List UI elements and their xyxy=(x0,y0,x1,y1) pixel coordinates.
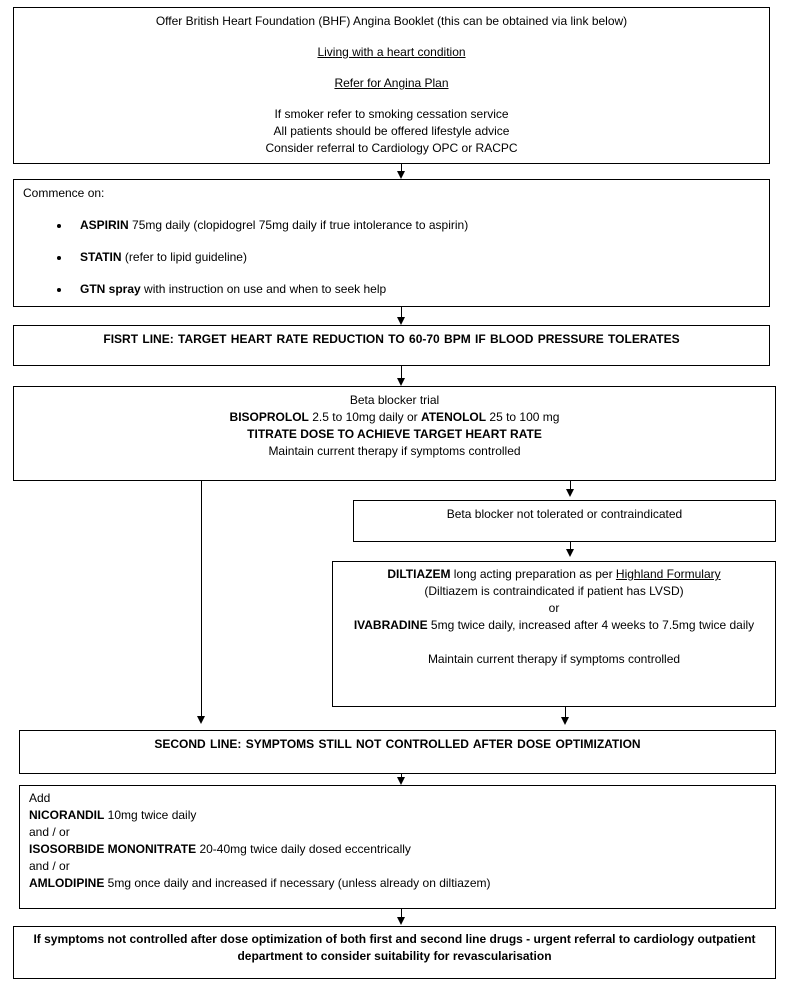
bisoprolol-label: BISOPROLOL xyxy=(229,410,309,424)
list-item-statin: STATIN (refer to lipid guideline) xyxy=(23,249,760,281)
ivabradine-dose: 5mg twice daily, increased after 4 weeks… xyxy=(427,618,755,632)
bullet-icon xyxy=(57,256,61,260)
add-second-line-box: Add NICORANDIL 10mg twice daily and / or… xyxy=(19,785,776,909)
gtn-label: GTN spray xyxy=(80,282,141,296)
maintain-therapy-text-2: Maintain current therapy if symptoms con… xyxy=(427,652,681,666)
bisoprolol-atenolol-line: BISOPROLOL 2.5 to 10mg daily or ATENOLOL… xyxy=(14,409,775,426)
atenolol-label: ATENOLOL xyxy=(420,410,487,424)
arrowhead-4 xyxy=(566,489,574,497)
or-text: or xyxy=(548,601,560,615)
first-line-box: FISRT LINE: TARGET HEART RATE REDUCTION … xyxy=(13,325,770,366)
bullet-icon xyxy=(57,288,61,292)
first-line-heading: FISRT LINE: TARGET HEART RATE REDUCTION … xyxy=(103,332,680,346)
bisoprolol-dose: 2.5 to 10mg daily or xyxy=(308,410,421,424)
arrowhead-7 xyxy=(397,777,405,785)
beta-blocker-trial-text: Beta blocker trial xyxy=(349,393,440,407)
diltiazem-text: long acting preparation as per xyxy=(450,567,616,581)
beta-blocker-not-tolerated-text: Beta blocker not tolerated or contraindi… xyxy=(446,507,683,521)
connector-5 xyxy=(570,542,571,551)
arrowhead-6 xyxy=(561,717,569,725)
amlodipine-line: AMLODIPINE 5mg once daily and increased … xyxy=(29,875,766,892)
statin-label: STATIN xyxy=(80,250,122,264)
arrowhead-left-bypass xyxy=(197,716,205,724)
diltiazem-line: DILTIAZEM long acting preparation as per… xyxy=(339,566,769,583)
connector-7 xyxy=(401,774,402,779)
aspirin-dose: 75mg daily (clopidogrel 75mg daily if tr… xyxy=(128,218,469,232)
connector-8 xyxy=(401,909,402,919)
nicorandil-line: NICORANDIL 10mg twice daily xyxy=(29,807,766,824)
bhf-booklet-text: Offer British Heart Foundation (BHF) Ang… xyxy=(155,14,628,28)
connector-4 xyxy=(570,481,571,491)
isosorbide-dose: 20-40mg twice daily dosed eccentrically xyxy=(196,842,411,856)
ivabradine-label: IVABRADINE xyxy=(353,618,428,632)
urgent-referral-text: If symptoms not controlled after dose op… xyxy=(33,932,756,963)
amlodipine-label: AMLODIPINE xyxy=(29,876,105,890)
diltiazem-ivabradine-box: DILTIAZEM long acting preparation as per… xyxy=(332,561,776,707)
bullet-icon xyxy=(57,224,61,228)
diltiazem-label: DILTIAZEM xyxy=(387,567,451,581)
arrowhead-5 xyxy=(566,549,574,557)
commence-on-heading: Commence on: xyxy=(23,186,105,200)
living-with-heart-condition-link[interactable]: Living with a heart condition xyxy=(317,45,466,59)
arrowhead-2 xyxy=(397,317,405,325)
beta-blocker-not-tolerated-box: Beta blocker not tolerated or contraindi… xyxy=(353,500,776,542)
arrowhead-8 xyxy=(397,917,405,925)
smoking-cessation-text: If smoker refer to smoking cessation ser… xyxy=(274,107,509,121)
cardiology-referral-text: Consider referral to Cardiology OPC or R… xyxy=(265,141,518,155)
amlodipine-dose: 5mg once daily and increased if necessar… xyxy=(104,876,491,890)
list-item-gtn: GTN spray with instruction on use and wh… xyxy=(23,281,760,313)
second-line-heading: SECOND LINE: SYMPTOMS STILL NOT CONTROLL… xyxy=(154,737,641,751)
gtn-note: with instruction on use and when to seek… xyxy=(140,282,387,296)
urgent-referral-box: If symptoms not controlled after dose op… xyxy=(13,926,776,979)
beta-blocker-box: Beta blocker trial BISOPROLOL 2.5 to 10m… xyxy=(13,386,776,481)
commence-on-box: Commence on: ASPIRIN 75mg daily (clopido… xyxy=(13,179,770,307)
highland-formulary-link[interactable]: Highland Formulary xyxy=(615,567,721,581)
list-item-aspirin: ASPIRIN 75mg daily (clopidogrel 75mg dai… xyxy=(23,217,760,249)
arrowhead-1 xyxy=(397,171,405,179)
titrate-dose-text: TITRATE DOSE TO ACHIEVE TARGET HEART RAT… xyxy=(247,427,542,441)
and-or-text-1: and / or xyxy=(29,825,70,839)
refer-angina-plan-link[interactable]: Refer for Angina Plan xyxy=(334,76,449,90)
connector-3 xyxy=(401,366,402,380)
add-text: Add xyxy=(29,791,51,805)
initial-medication-list: ASPIRIN 75mg daily (clopidogrel 75mg dai… xyxy=(23,217,760,313)
connector-left-bypass xyxy=(201,481,202,718)
lifestyle-advice-text: All patients should be offered lifestyle… xyxy=(273,124,510,138)
isosorbide-label: ISOSORBIDE MONONITRATE xyxy=(29,842,197,856)
aspirin-label: ASPIRIN xyxy=(80,218,129,232)
bhf-booklet-box: Offer British Heart Foundation (BHF) Ang… xyxy=(13,7,770,164)
diltiazem-contraindication-text: (Diltiazem is contraindicated if patient… xyxy=(424,584,684,598)
connector-2 xyxy=(401,307,402,319)
arrowhead-3 xyxy=(397,378,405,386)
nicorandil-label: NICORANDIL xyxy=(29,808,105,822)
nicorandil-dose: 10mg twice daily xyxy=(104,808,197,822)
ivabradine-line: IVABRADINE 5mg twice daily, increased af… xyxy=(339,617,769,634)
second-line-box: SECOND LINE: SYMPTOMS STILL NOT CONTROLL… xyxy=(19,730,776,774)
maintain-therapy-text: Maintain current therapy if symptoms con… xyxy=(268,444,521,458)
and-or-text-2: and / or xyxy=(29,859,70,873)
statin-note: (refer to lipid guideline) xyxy=(121,250,247,264)
atenolol-dose: 25 to 100 mg xyxy=(486,410,560,424)
isosorbide-line: ISOSORBIDE MONONITRATE 20-40mg twice dai… xyxy=(29,841,766,858)
connector-6 xyxy=(565,707,566,719)
connector-1 xyxy=(401,164,402,173)
